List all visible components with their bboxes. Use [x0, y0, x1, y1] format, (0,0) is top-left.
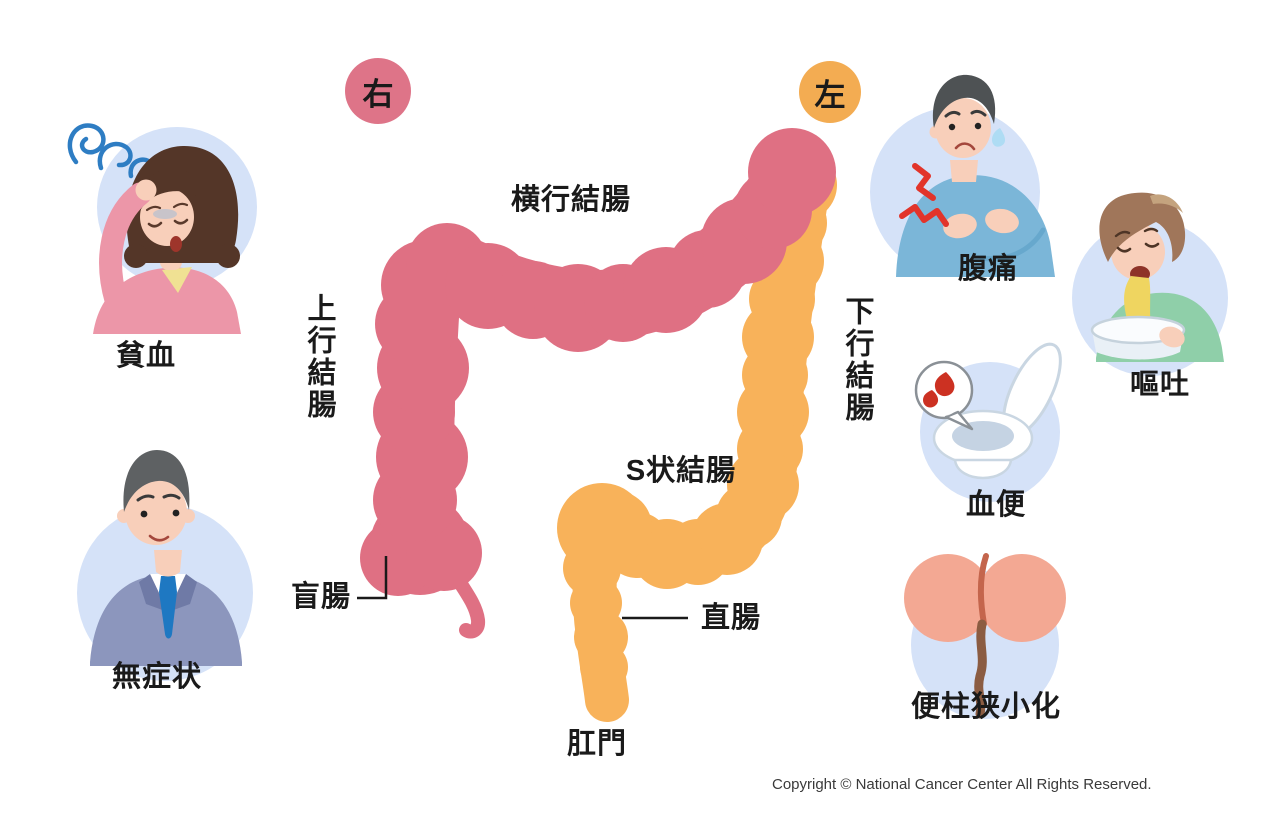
figure-anemia-woman [67, 123, 257, 334]
vomit-person-brows [1114, 227, 1159, 238]
vomit-person-hair-highlight [1150, 194, 1183, 213]
pain-zigzag-icon-upper [912, 163, 936, 201]
label-symptom-abdominal-pain: 腹痛 [957, 253, 1019, 285]
pain-man-hair [932, 74, 996, 128]
speech-bubble-tail [944, 410, 974, 431]
man-eyebrows [136, 493, 181, 502]
pain-man-eye-right [974, 122, 982, 130]
figure-asymptomatic-man [77, 450, 253, 681]
pain-zigzag-icon-lower [899, 204, 949, 227]
woman-nose-shadow [153, 209, 177, 219]
buttock-crease [977, 553, 989, 627]
woman-open-mouth [170, 236, 182, 252]
vomit-person-hand [1159, 326, 1185, 348]
label-rectum: 直腸 [700, 602, 762, 634]
label-symptom-vomiting: 嘔吐 [1129, 369, 1191, 401]
label-symptom-asymptomatic: 無症状 [111, 661, 203, 693]
label-descending-colon: 下行結腸 [841, 296, 873, 424]
narrow-stool [974, 619, 987, 719]
buttock-left [904, 554, 992, 642]
woman-hair-flip-right [216, 244, 240, 268]
label-cecum: 盲腸 [290, 581, 352, 613]
speech-bubble-tail-join [946, 410, 957, 416]
toilet-base [953, 458, 1013, 480]
woman-sweater [93, 267, 241, 334]
blood-drop-icon-large [934, 372, 955, 397]
woman-hair-flip-left [124, 244, 148, 268]
left-side-badge: 左 [799, 61, 861, 123]
label-ascending-colon: 上行結腸 [303, 293, 335, 421]
man-eye-left [140, 510, 148, 518]
label-symptom-bloody-stool: 血便 [965, 489, 1027, 521]
figure-abdominal-pain-man [870, 74, 1055, 277]
figure-stool-narrowing [904, 553, 1066, 719]
toilet-seat-opening [952, 421, 1014, 451]
woman-inner-shirt [162, 267, 192, 293]
label-sigmoid-colon: S状結腸 [625, 455, 737, 487]
woman-raised-arm [99, 182, 152, 312]
label-anus: 肛門 [566, 728, 628, 760]
pain-man-worried-brows [944, 109, 987, 118]
man-eye-right [172, 509, 180, 517]
sweat-drop-icon [991, 128, 1006, 147]
man-tie [159, 576, 177, 639]
copyright-text: Copyright © National Cancer Center All R… [772, 776, 1152, 793]
man-hair [123, 450, 190, 512]
label-transverse-colon: 横行結腸 [510, 184, 632, 216]
vomit-person-hair [1099, 192, 1186, 262]
woman-fringe [139, 167, 200, 212]
label-symptom-anemia: 貧血 [115, 340, 177, 372]
woman-closed-eyes [147, 218, 189, 228]
figure-vomiting-person [1072, 192, 1228, 376]
woman-hand [135, 179, 157, 201]
woman-eyebrows [145, 202, 189, 212]
right-colon-shape [360, 128, 836, 639]
pain-man-sad-mouth [954, 142, 976, 151]
man-neck [154, 550, 182, 577]
pain-man-hand-right [985, 208, 1019, 234]
right-side-badge: 右 [345, 58, 411, 124]
label-symptom-stool-narrowing: 便柱狭小化 [910, 691, 1062, 723]
pain-man-eye-left [948, 123, 956, 131]
vomit-person-closed-eyes [1116, 242, 1160, 253]
blood-drop-icon-small [923, 390, 939, 408]
pain-man-neck [950, 160, 978, 182]
figure-bloody-stool-toilet [914, 342, 1062, 502]
man-smile [148, 534, 170, 542]
buttock-right [978, 554, 1066, 642]
pain-man-hand-left [943, 213, 977, 239]
pain-man-arm-line [979, 227, 1046, 262]
cecum-connector-line [357, 556, 388, 600]
